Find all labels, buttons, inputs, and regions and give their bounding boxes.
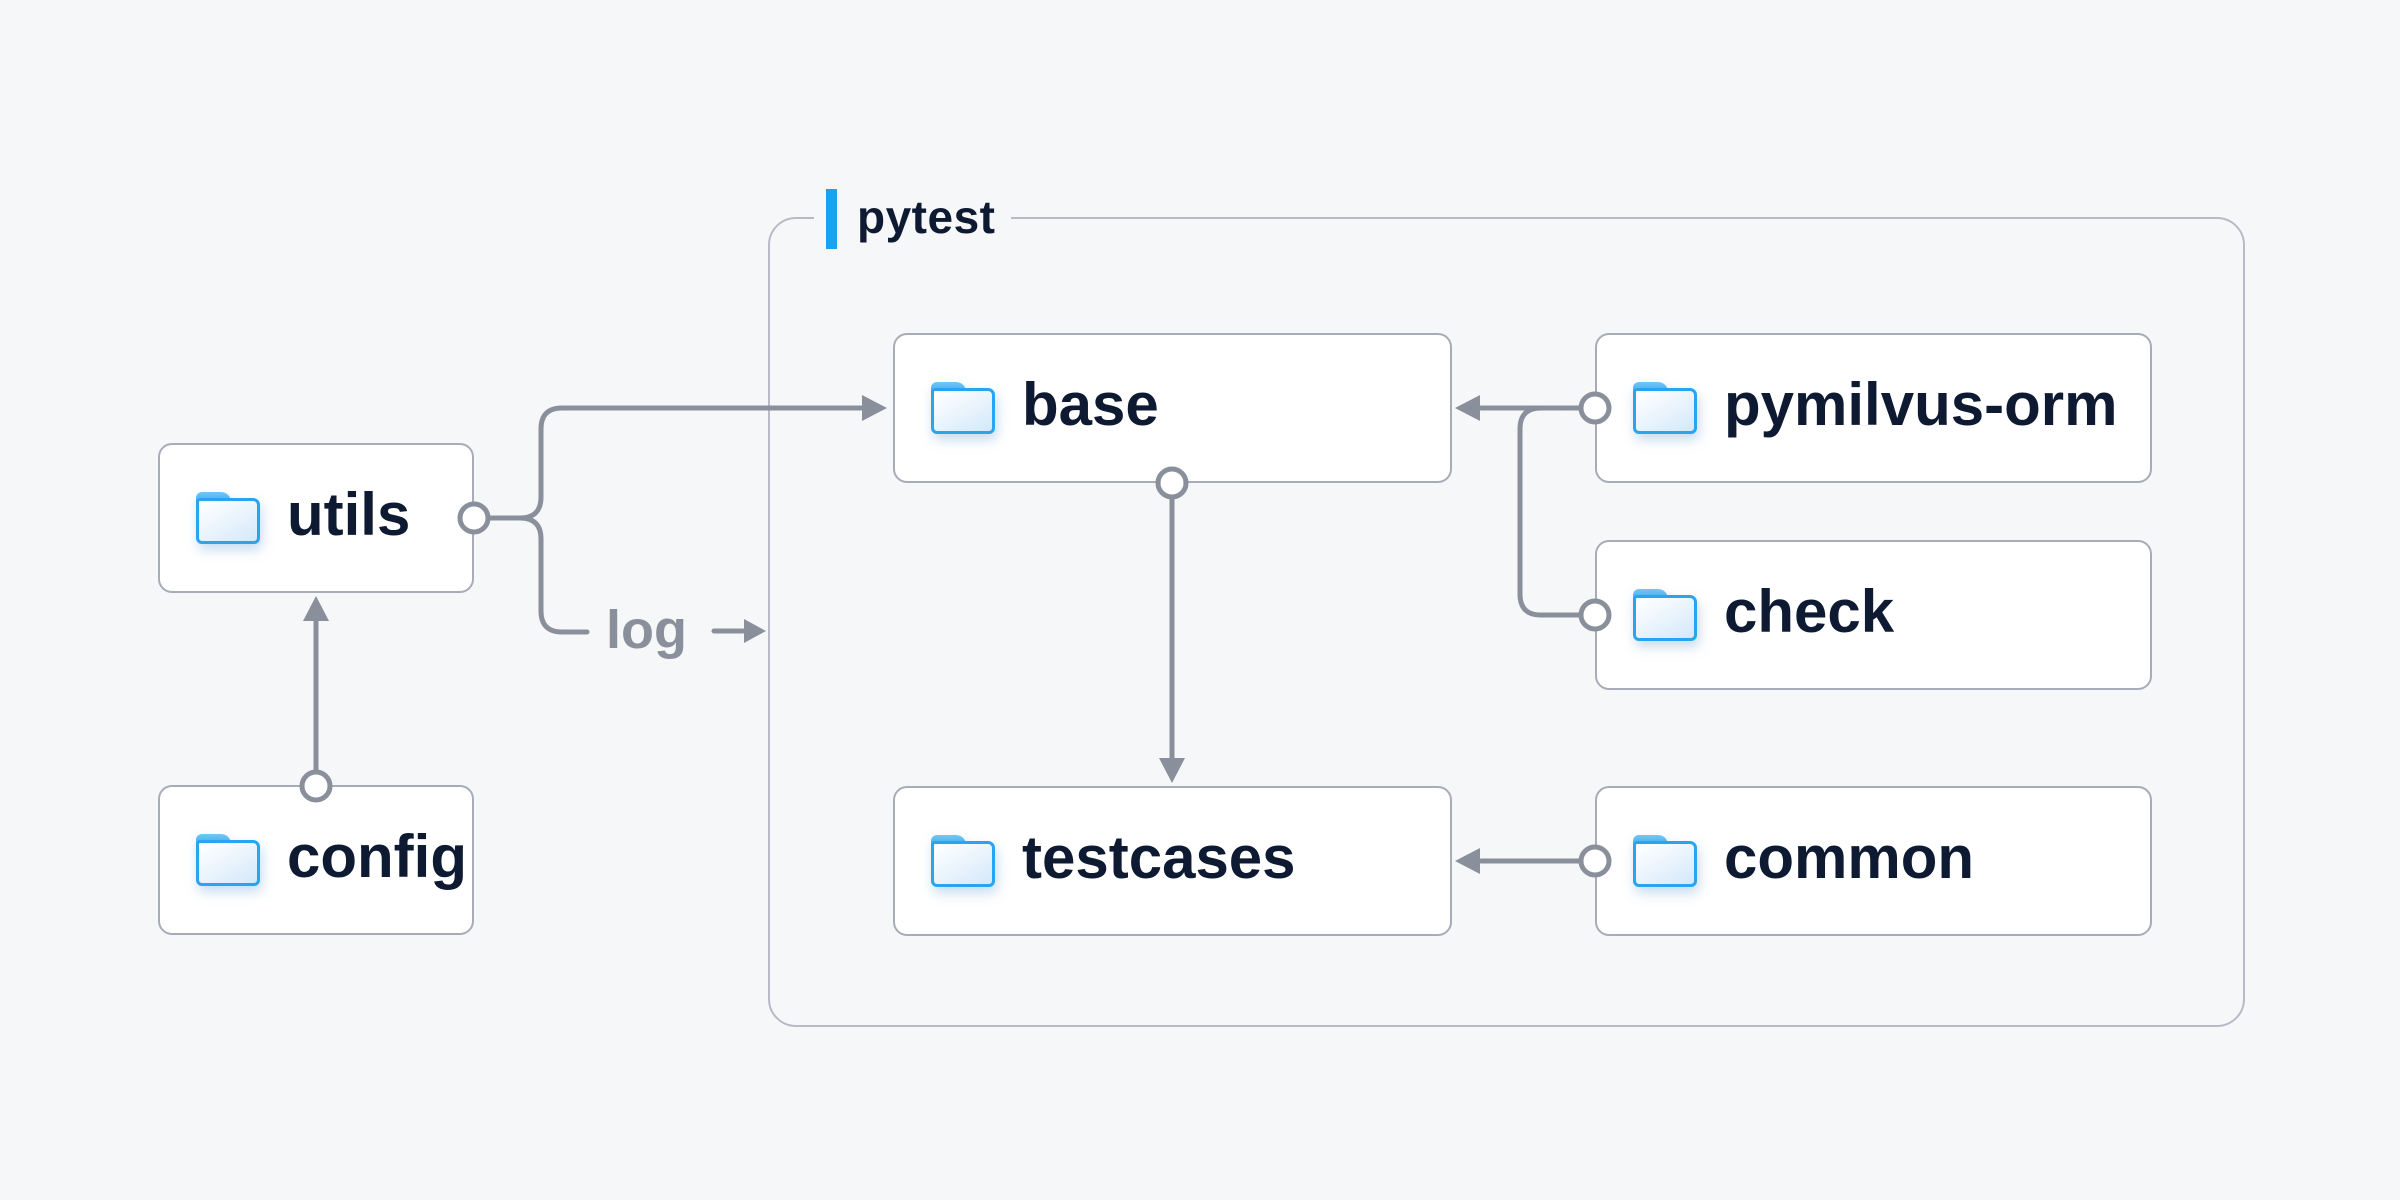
node-config: config <box>158 785 474 935</box>
node-check: check <box>1595 540 2152 690</box>
node-label: pymilvus-orm <box>1724 371 2118 438</box>
folder-icon <box>931 382 995 434</box>
arrowhead-right-icon <box>744 619 766 643</box>
node-label: base <box>1022 371 1159 438</box>
edge-label-log: log <box>606 600 687 660</box>
folder-icon <box>196 834 260 886</box>
node-base: base <box>893 333 1452 483</box>
pytest-cluster: pytest <box>768 186 2245 1027</box>
node-label: common <box>1724 824 1975 891</box>
folder-icon <box>931 835 995 887</box>
node-label: check <box>1724 578 1895 645</box>
folder-icon <box>1633 382 1697 434</box>
edge-utils-to-log <box>517 515 590 635</box>
folder-icon <box>196 492 260 544</box>
node-label: config <box>287 823 467 890</box>
node-common: common <box>1595 786 2152 936</box>
cluster-label-text: pytest <box>857 191 996 243</box>
node-label: utils <box>287 481 411 548</box>
cluster-label: pytest <box>814 186 1012 252</box>
node-pymilvus-orm: pymilvus-orm <box>1595 333 2152 483</box>
folder-icon <box>1633 589 1697 641</box>
accent-bar-icon <box>826 189 837 249</box>
node-label: testcases <box>1022 824 1296 891</box>
arrowhead-up-icon <box>303 596 329 621</box>
folder-icon <box>1633 835 1697 887</box>
node-testcases: testcases <box>893 786 1452 936</box>
node-utils: utils <box>158 443 474 593</box>
